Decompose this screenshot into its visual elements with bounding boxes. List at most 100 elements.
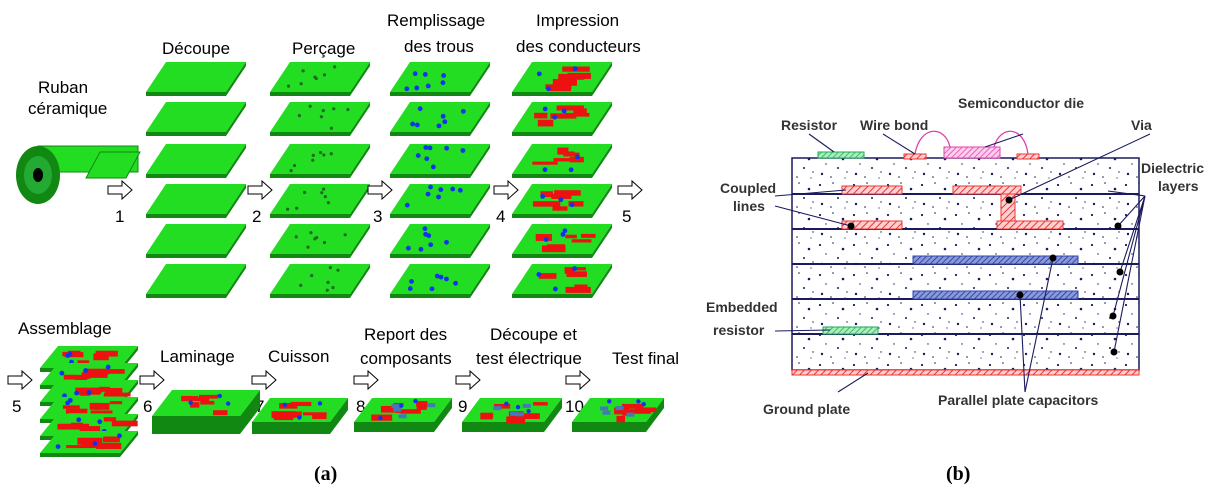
via-hole [325, 288, 329, 292]
arrow [247, 179, 273, 201]
via-hole [444, 239, 449, 245]
arrow [107, 179, 133, 201]
via-hole [74, 390, 79, 396]
via-hole [322, 240, 327, 245]
via-hole [536, 272, 542, 277]
sheet-edge [226, 62, 246, 96]
conductor-trace [547, 244, 565, 248]
via-hole [429, 286, 435, 292]
header-impression-2: des conducteurs [516, 37, 641, 56]
component [398, 414, 407, 419]
conductor-trace [484, 413, 494, 418]
ceramic-sheet [146, 102, 246, 132]
sheet-edge [592, 184, 612, 218]
via-hole [322, 73, 327, 77]
via-hole [542, 167, 548, 173]
conductor-trace [75, 376, 88, 382]
sheet-edge [350, 102, 370, 136]
sheet-edge [146, 254, 226, 258]
conductor-trace [532, 161, 558, 165]
capacitor-plate [912, 255, 1079, 265]
via-bottom-pad [996, 220, 1064, 230]
ceramic-sheet [390, 184, 490, 214]
conductor-trace [65, 408, 88, 414]
via-hole [552, 114, 558, 120]
conductor-trace [96, 443, 122, 449]
via-hole [412, 71, 418, 77]
embedded-resistor-shape [822, 326, 879, 335]
component [602, 410, 611, 415]
header-impression-1: Impression [536, 11, 619, 30]
via-hole [286, 207, 290, 211]
via-hole [289, 169, 293, 173]
via-hole [329, 152, 333, 156]
ceramic-sheet [146, 184, 246, 214]
via-hole [97, 419, 103, 425]
sheet-edge [226, 264, 246, 298]
label-embedded-2: resistor [713, 322, 765, 338]
via-hole [427, 145, 433, 151]
sheet-edge [390, 294, 470, 298]
label-report-1: Report des [364, 325, 447, 344]
via-hole [311, 153, 315, 158]
sheet-edge [40, 453, 120, 457]
sheet-edge [390, 132, 470, 136]
arrow [353, 369, 379, 391]
semiconductor-die-shape [943, 146, 1001, 159]
step-5-top: 5 [622, 207, 631, 226]
step-8: 8 [356, 397, 365, 416]
sheet-edge [146, 214, 226, 218]
via-hole [414, 85, 420, 91]
conductor-trace [537, 119, 554, 127]
arrow [455, 369, 481, 391]
via-hole [546, 86, 551, 92]
conductor-trace [554, 190, 581, 196]
conductor-trace [63, 374, 76, 380]
conductor-trace [557, 147, 569, 154]
conductor-trace [197, 397, 210, 402]
sheet-edge [350, 144, 370, 178]
via-hole [332, 107, 336, 111]
via-hole [55, 444, 61, 449]
caption-b: (b) [946, 463, 970, 485]
via-hole [378, 415, 383, 421]
label-coupled-1: Coupled [720, 180, 776, 196]
label-laminage: Laminage [160, 347, 235, 366]
sheet-edge [592, 102, 612, 136]
conductor-trace [185, 396, 199, 401]
conductor-trace [550, 113, 577, 119]
label-via: Via [1131, 117, 1152, 133]
sheet-edge [270, 174, 350, 178]
via-hole [641, 401, 646, 407]
sheet-edge [270, 294, 350, 298]
panel-a: Ruban céramique Découpe Perçage Rempliss… [7, 11, 679, 485]
conductor-trace [553, 158, 580, 162]
component [600, 406, 609, 411]
via-hole [319, 115, 323, 119]
bottom-arrows [7, 369, 591, 391]
label-decoupe-test-2: test électrique [476, 349, 582, 368]
via-hole [188, 400, 193, 405]
via-hole [414, 122, 420, 128]
component [510, 411, 519, 416]
via-hole [67, 397, 73, 403]
via-hole [575, 154, 580, 160]
via-hole [569, 202, 575, 208]
arrow [493, 179, 519, 201]
block-side [240, 390, 260, 434]
via-hole [453, 280, 458, 286]
sheet-edge [146, 174, 226, 178]
conductor-trace [279, 402, 298, 409]
conductor-trace [552, 206, 568, 211]
conductor-trace [541, 245, 566, 253]
conductor-trace [552, 79, 577, 86]
sheet-edge [512, 174, 592, 178]
conductor-trace [551, 193, 572, 199]
via-hole [315, 235, 319, 240]
ceramic-sheet [270, 264, 370, 294]
via-hole [294, 235, 298, 239]
via-hole [65, 353, 71, 359]
arrow [617, 179, 643, 201]
block-side [462, 422, 544, 432]
